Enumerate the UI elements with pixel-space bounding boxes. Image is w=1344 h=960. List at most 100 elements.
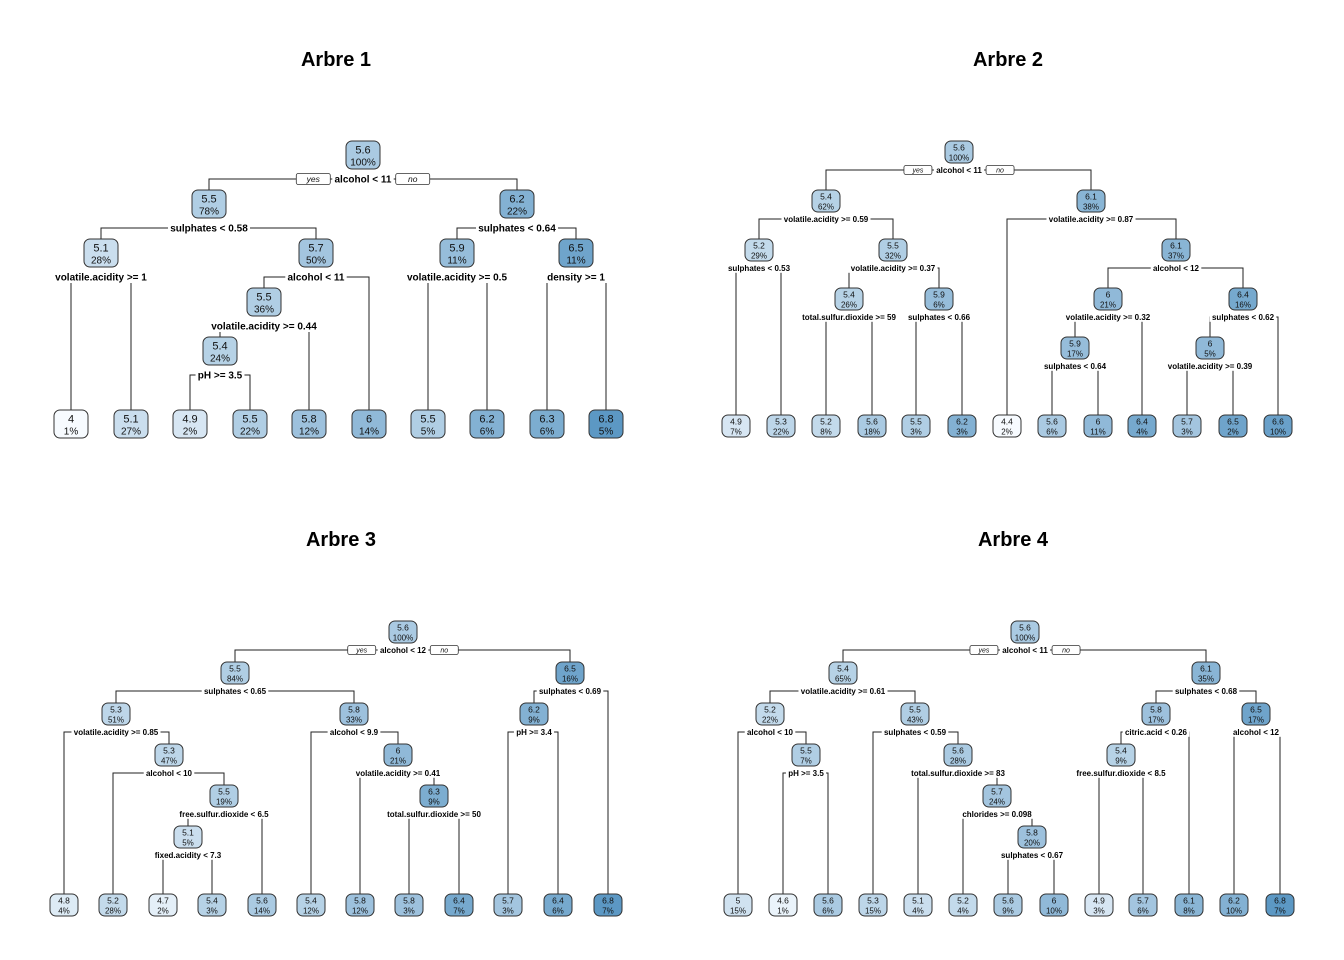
split-label-alcohol-12: alcohol < 12 — [1233, 728, 1280, 737]
node-percent: 15% — [865, 907, 881, 916]
split-label-bg — [285, 271, 347, 283]
edge — [1186, 365, 1234, 415]
tree-node: 5.128% — [83, 238, 119, 268]
edge — [915, 316, 963, 415]
node-box — [755, 702, 785, 726]
split-label-volatile-acidity-1: volatile.acidity >= 1 — [55, 273, 147, 284]
node-percent: 28% — [105, 907, 121, 916]
split-label-citric-acid-0-26: citric.acid < 0.26 — [1125, 728, 1188, 737]
edge — [735, 267, 782, 415]
tree-node: 5.351% — [101, 702, 131, 726]
leaf-node: 5.69% — [993, 893, 1023, 917]
leaf-node: 4.97% — [721, 414, 751, 438]
node-box — [1141, 702, 1171, 726]
leaf-node: 5.24% — [948, 893, 978, 917]
node-value: 6 — [1208, 339, 1213, 349]
node-box — [1127, 414, 1157, 438]
tree-title: Arbre 3 — [306, 529, 376, 551]
node-percent: 1% — [64, 427, 79, 438]
leaf-node: 6.47% — [444, 893, 474, 917]
node-box — [101, 702, 131, 726]
split-label-bg — [177, 809, 271, 819]
node-percent: 2% — [157, 907, 169, 916]
split-label-bg — [785, 768, 827, 778]
node-percent: 32% — [885, 252, 901, 261]
node-box — [298, 238, 334, 268]
edge — [507, 731, 559, 894]
no-tag — [985, 165, 1015, 175]
node-value: 6 — [1106, 290, 1111, 300]
tree-node: 6.516% — [555, 661, 585, 685]
split-label-bg — [1165, 361, 1255, 371]
node-value: 4.9 — [730, 417, 742, 427]
node-percent: 9% — [528, 716, 540, 725]
leaf-node: 4.72% — [148, 893, 178, 917]
node-box — [903, 893, 933, 917]
node-box — [811, 414, 841, 438]
split-label-sulphates-0-64: sulphates < 0.64 — [1044, 362, 1107, 371]
node-box — [948, 893, 978, 917]
node-value: 5.7 — [991, 787, 1003, 797]
node-value: 6.8 — [602, 896, 614, 906]
split-label-volatile-acidity-0-32: volatile.acidity >= 0.32 — [1066, 313, 1151, 322]
yes-label: yes — [306, 174, 321, 184]
tree-node: 5.49% — [1106, 743, 1136, 767]
split-label-volatile-acidity-0-37: volatile.acidity >= 0.37 — [851, 264, 936, 273]
node-value: 6 — [396, 746, 401, 756]
tree-node: 6.517% — [1241, 702, 1271, 726]
node-box — [1093, 287, 1123, 311]
node-box — [98, 893, 128, 917]
node-value: 5.9 — [449, 243, 464, 255]
split-label-alcohol-11: alcohol < 11 — [335, 175, 392, 186]
node-box — [993, 893, 1023, 917]
node-box — [1037, 414, 1067, 438]
node-percent: 84% — [227, 675, 243, 684]
node-percent: 11% — [1090, 428, 1105, 437]
node-value: 4.9 — [1093, 896, 1105, 906]
node-percent: 22% — [507, 207, 527, 218]
node-value: 5.2 — [753, 241, 765, 251]
node-value: 5.5 — [887, 241, 899, 251]
split-label-sulphates-0-53: sulphates < 0.53 — [728, 264, 791, 273]
tree-title: Arbre 2 — [973, 49, 1043, 71]
node-value: 6.5 — [1227, 417, 1239, 427]
node-box — [191, 189, 227, 219]
node-percent: 7% — [1274, 907, 1286, 916]
leaf-node: 6.52% — [1218, 414, 1248, 438]
node-box — [197, 893, 227, 917]
tree-node: 5.532% — [878, 238, 908, 262]
split-label-bg — [152, 850, 224, 860]
node-percent: 7% — [453, 907, 465, 916]
node-box — [493, 893, 523, 917]
node-percent: 51% — [108, 716, 124, 725]
node-value: 5.6 — [952, 746, 964, 756]
tree-node: 5.543% — [900, 702, 930, 726]
split-label-bg — [1063, 312, 1153, 322]
split-label-bg — [908, 768, 1008, 778]
node-box — [1241, 702, 1271, 726]
split-label-volatile-acidity-0-44: volatile.acidity >= 0.44 — [211, 322, 317, 333]
node-percent: 16% — [1235, 301, 1251, 310]
split-label-alcohol-9-9: alcohol < 9.9 — [330, 728, 379, 737]
node-value: 5.6 — [822, 896, 834, 906]
split-label-bg — [195, 369, 245, 381]
node-box — [1174, 893, 1204, 917]
node-value: 5.8 — [348, 705, 360, 715]
split-label-bg — [1172, 686, 1240, 696]
node-value: 5.4 — [206, 896, 218, 906]
split-label-bg — [744, 727, 796, 737]
node-box — [992, 414, 1022, 438]
node-value: 5.4 — [843, 290, 855, 300]
node-box — [345, 893, 375, 917]
node-percent: 15% — [730, 907, 746, 916]
node-box — [383, 743, 413, 767]
node-percent: 3% — [502, 907, 514, 916]
node-box — [857, 414, 887, 438]
split-label-chlorides-0-098: chlorides >= 0.098 — [962, 810, 1032, 819]
node-box — [588, 409, 624, 439]
node-box — [1010, 620, 1040, 644]
no-label: no — [996, 167, 1004, 174]
split-label-ph-3-5: pH >= 3.5 — [788, 769, 824, 778]
node-value: 6.4 — [453, 896, 465, 906]
